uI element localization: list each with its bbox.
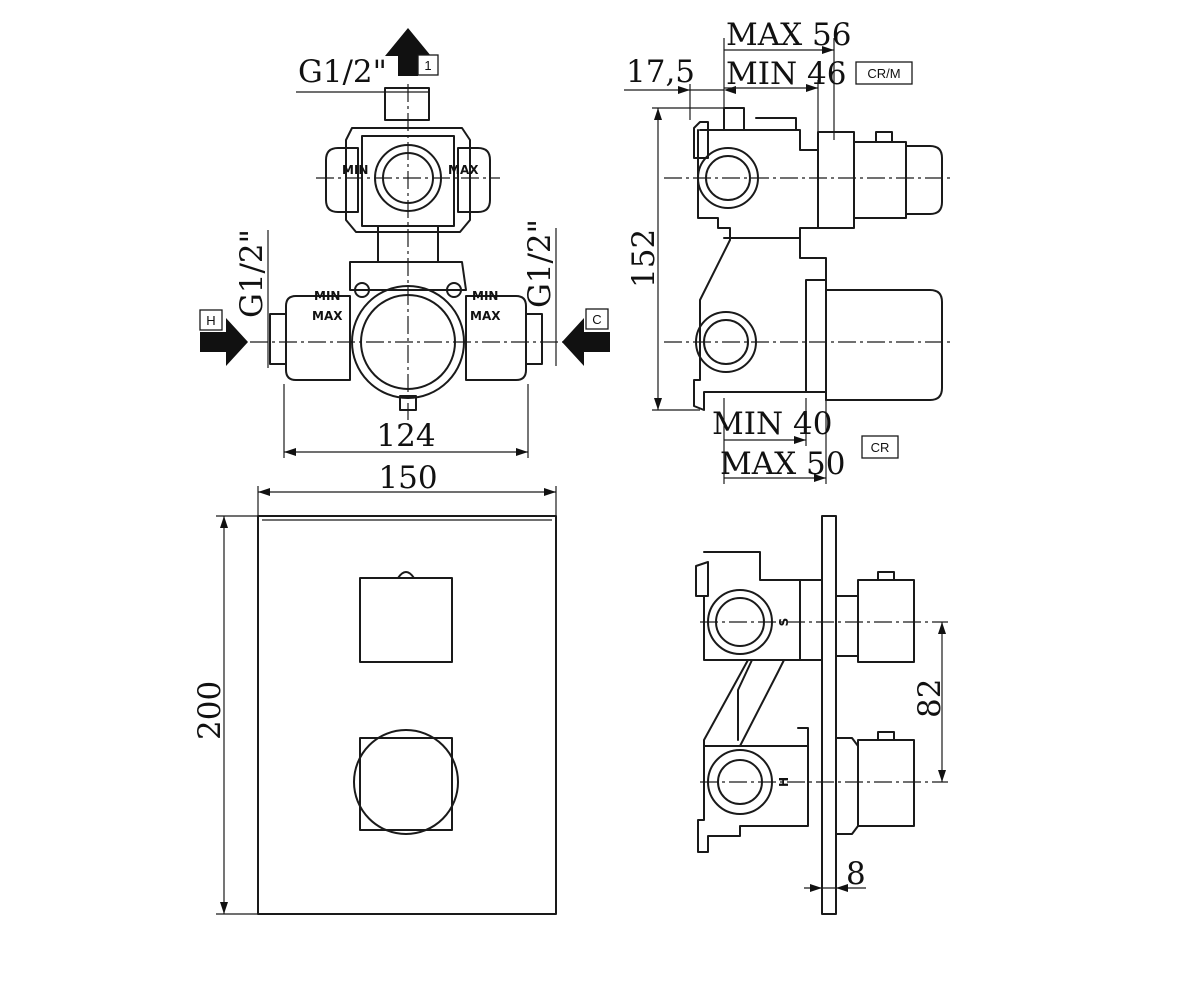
dim-min-40-text: MIN 40 [712, 406, 832, 442]
dim-thread-right: G1/2" [522, 219, 558, 366]
dim-depth-cr: MIN 40 MAX 50 CR [712, 398, 899, 484]
dim-plate-width-text: 150 [378, 460, 437, 496]
max-mark-right: MAX [470, 309, 501, 323]
dim-plate-thickness-8: 8 [804, 856, 866, 892]
dim-width-124: 124 [283, 384, 529, 458]
dim-width-124-text: 124 [376, 418, 435, 454]
dim-offset-17-5-text: 17,5 [626, 54, 695, 90]
dim-plate-height-200: 200 [192, 515, 258, 915]
valve-body-front-view: MIN MAX MIN MAX MIN MAX [250, 84, 566, 420]
outlet-tag: 1 [424, 58, 431, 73]
min-mark-upper-left: MIN [342, 163, 368, 177]
dim-thread-top-text: G1/2" [298, 54, 387, 90]
assembly-side-view: S H [695, 515, 948, 915]
dim-plate-thickness-text: 8 [846, 856, 866, 892]
side-mark-h: H [777, 777, 791, 787]
dim-height-152: 152 [626, 107, 724, 411]
max-mark-upper-right: MAX [448, 163, 479, 177]
dim-min-46-text: MIN 46 [726, 56, 846, 92]
valve-body-side-view [664, 107, 950, 411]
dim-max-56-text: MAX 56 [726, 17, 852, 53]
finish-tag-cr-m: CR/M [867, 66, 900, 81]
hot-tag: H [206, 313, 215, 328]
dim-depth-cr-m: MAX 56 MIN 46 CR/M [723, 17, 913, 140]
cover-plate-front [257, 515, 557, 915]
dim-thread-top: G1/2" [296, 54, 430, 93]
dim-thread-left-text: G1/2" [234, 229, 270, 318]
dim-max-50-text: MAX 50 [720, 446, 846, 482]
min-mark-left: MIN [314, 289, 340, 303]
dim-thread-right-text: G1/2" [522, 219, 558, 308]
outlet-arrow: 1 [385, 28, 439, 76]
hot-inlet-arrow: H [199, 309, 248, 366]
dim-handle-spacing-82: 82 [912, 622, 948, 782]
dim-plate-height-text: 200 [192, 681, 228, 740]
cold-tag: C [592, 312, 601, 327]
dim-height-152-text: 152 [626, 229, 662, 288]
cold-inlet-arrow: C [562, 308, 610, 366]
dim-offset-17-5: 17,5 [624, 54, 736, 120]
dim-thread-left: G1/2" [234, 229, 270, 368]
dim-plate-width-150: 150 [257, 460, 557, 516]
dim-handle-spacing-text: 82 [912, 679, 948, 718]
max-mark-left: MAX [312, 309, 343, 323]
min-mark-right: MIN [472, 289, 498, 303]
finish-tag-cr: CR [871, 440, 890, 455]
side-mark-s: S [777, 618, 791, 627]
